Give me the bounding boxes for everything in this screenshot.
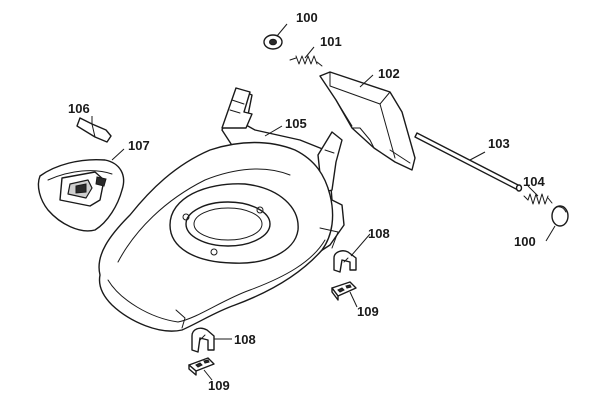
callout-107: 107 xyxy=(128,138,150,153)
callout-105: 105 xyxy=(285,116,307,131)
callout-101: 101 xyxy=(320,34,342,49)
clip-108-lower xyxy=(191,327,215,353)
callout-108-upper: 108 xyxy=(368,226,390,241)
clip-106 xyxy=(76,117,112,143)
callout-labels: 100 101 102 103 104 100 105 106 107 108 … xyxy=(68,10,545,393)
block-109-lower xyxy=(188,357,215,376)
rear-flap xyxy=(319,71,416,171)
leader-lines xyxy=(91,23,556,381)
spring-101 xyxy=(289,55,323,67)
callout-104: 104 xyxy=(523,174,545,189)
cap-100 xyxy=(551,205,569,227)
callout-100-top: 100 xyxy=(296,10,318,25)
spring-104 xyxy=(523,193,553,205)
callout-109-upper: 109 xyxy=(357,304,379,319)
front-cover xyxy=(37,158,125,232)
callout-100-right: 100 xyxy=(514,234,536,249)
block-109-upper xyxy=(331,281,357,301)
callout-102: 102 xyxy=(378,66,400,81)
callout-108-lower: 108 xyxy=(234,332,256,347)
washer-top xyxy=(263,34,283,50)
callout-109-lower: 109 xyxy=(208,378,230,393)
axle-rod xyxy=(414,132,523,192)
callout-106: 106 xyxy=(68,101,90,116)
mower-deck xyxy=(98,87,345,332)
clip-108-upper xyxy=(333,250,357,273)
callout-103: 103 xyxy=(488,136,510,151)
